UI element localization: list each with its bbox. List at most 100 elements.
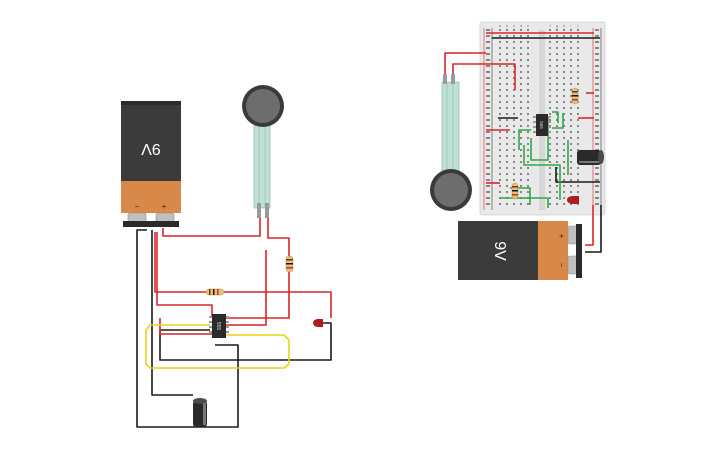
wire-red[interactable] [162,218,261,237]
breadboard-hole[interactable] [595,29,597,31]
breadboard-hole[interactable] [595,65,597,67]
breadboard-hole[interactable] [527,149,529,151]
right-capacitor[interactable] [577,150,604,165]
breadboard-hole[interactable] [595,185,597,187]
breadboard-hole[interactable] [506,155,508,157]
breadboard-hole[interactable] [527,167,529,169]
breadboard-hole[interactable] [570,143,572,145]
breadboard-hole[interactable] [570,191,572,193]
breadboard-hole[interactable] [520,125,522,127]
breadboard-hole[interactable] [597,167,599,169]
breadboard-hole[interactable] [597,119,599,121]
breadboard-hole[interactable] [486,143,488,145]
breadboard-hole[interactable] [570,47,572,49]
breadboard-hole[interactable] [597,29,599,31]
breadboard-hole[interactable] [488,47,490,49]
left-555-ic[interactable]: 555 [209,314,229,338]
breadboard-hole[interactable] [499,155,501,157]
breadboard-hole[interactable] [556,179,558,181]
breadboard-hole[interactable] [577,149,579,151]
breadboard-hole[interactable] [570,71,572,73]
breadboard-hole[interactable] [520,77,522,79]
breadboard-hole[interactable] [520,95,522,97]
breadboard-hole[interactable] [597,89,599,91]
breadboard-hole[interactable] [513,59,515,61]
breadboard-hole[interactable] [488,179,490,181]
breadboard-hole[interactable] [549,179,551,181]
breadboard-hole[interactable] [556,167,558,169]
breadboard-hole[interactable] [499,179,501,181]
breadboard-hole[interactable] [527,41,529,43]
breadboard-hole[interactable] [486,173,488,175]
breadboard-hole[interactable] [549,89,551,91]
breadboard-hole[interactable] [597,131,599,133]
breadboard-hole[interactable] [520,107,522,109]
breadboard-hole[interactable] [520,47,522,49]
breadboard-hole[interactable] [595,95,597,97]
breadboard-hole[interactable] [563,119,565,121]
breadboard-hole[interactable] [563,77,565,79]
breadboard-hole[interactable] [520,203,522,205]
right-resistor-top[interactable] [571,87,579,105]
left-resistor-vertical[interactable] [285,255,294,273]
wire-red[interactable] [585,205,594,246]
breadboard-hole[interactable] [506,89,508,91]
breadboard-hole[interactable] [570,203,572,205]
breadboard-hole[interactable] [527,89,529,91]
breadboard-hole[interactable] [488,65,490,67]
breadboard-hole[interactable] [577,29,579,31]
breadboard-hole[interactable] [556,161,558,163]
breadboard-hole[interactable] [595,203,597,205]
breadboard-hole[interactable] [556,41,558,43]
wire-red[interactable] [159,318,212,335]
breadboard-hole[interactable] [577,83,579,85]
breadboard-hole[interactable] [563,83,565,85]
breadboard-hole[interactable] [527,119,529,121]
breadboard-hole[interactable] [570,77,572,79]
breadboard-hole[interactable] [595,197,597,199]
breadboard-hole[interactable] [499,83,501,85]
breadboard-hole[interactable] [563,161,565,163]
breadboard-hole[interactable] [506,41,508,43]
breadboard-hole[interactable] [563,185,565,187]
breadboard-hole[interactable] [549,173,551,175]
breadboard-hole[interactable] [597,179,599,181]
breadboard-hole[interactable] [556,113,558,115]
breadboard-hole[interactable] [577,185,579,187]
breadboard-hole[interactable] [506,131,508,133]
breadboard-hole[interactable] [563,89,565,91]
breadboard-hole[interactable] [556,83,558,85]
breadboard-hole[interactable] [513,113,515,115]
breadboard-hole[interactable] [486,29,488,31]
breadboard-hole[interactable] [549,197,551,199]
breadboard-hole[interactable] [563,125,565,127]
breadboard-hole[interactable] [499,173,501,175]
breadboard-hole[interactable] [486,53,488,55]
wire-red[interactable] [452,63,516,90]
breadboard-hole[interactable] [488,167,490,169]
breadboard-hole[interactable] [570,185,572,187]
breadboard-hole[interactable] [488,155,490,157]
breadboard-hole[interactable] [527,53,529,55]
breadboard-hole[interactable] [513,107,515,109]
breadboard-hole[interactable] [563,47,565,49]
breadboard-hole[interactable] [520,143,522,145]
breadboard-hole[interactable] [595,191,597,193]
breadboard-hole[interactable] [527,35,529,37]
breadboard-hole[interactable] [597,95,599,97]
breadboard-hole[interactable] [597,71,599,73]
breadboard-hole[interactable] [488,41,490,43]
breadboard-hole[interactable] [563,131,565,133]
breadboard-hole[interactable] [506,71,508,73]
breadboard-hole[interactable] [513,29,515,31]
breadboard-hole[interactable] [488,125,490,127]
breadboard-hole[interactable] [527,29,529,31]
breadboard-hole[interactable] [513,101,515,103]
breadboard-hole[interactable] [549,137,551,139]
breadboard-hole[interactable] [595,89,597,91]
breadboard-hole[interactable] [527,101,529,103]
breadboard-hole[interactable] [549,119,551,121]
wire-red[interactable] [267,218,290,258]
breadboard-hole[interactable] [527,77,529,79]
breadboard-hole[interactable] [597,47,599,49]
